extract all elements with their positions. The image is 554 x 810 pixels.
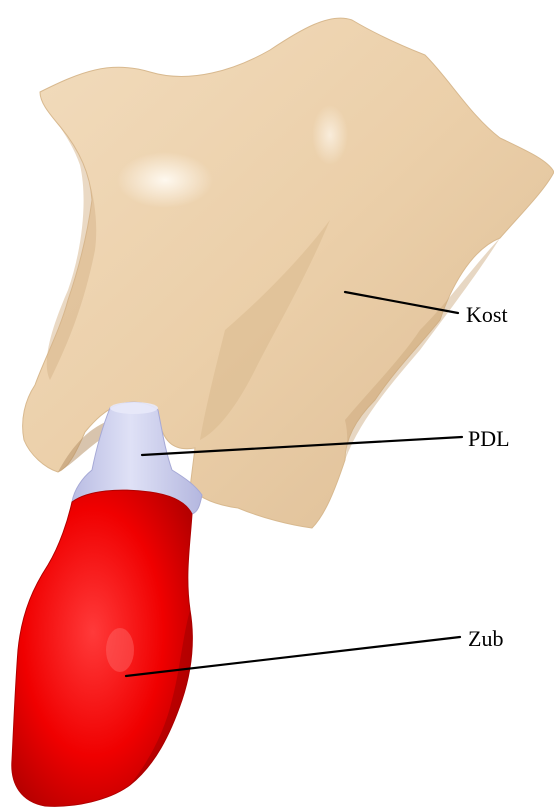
- bone-highlight: [117, 152, 213, 208]
- bone-highlight-small: [312, 105, 348, 165]
- pdl-label: PDL: [468, 426, 510, 451]
- tooth-highlight: [106, 628, 134, 672]
- tooth-body: [12, 490, 193, 806]
- tooth-shape: [12, 490, 193, 806]
- pdl-top-rim: [110, 402, 158, 414]
- bone-label: Kost: [466, 302, 508, 327]
- tooth-label: Zub: [468, 626, 503, 651]
